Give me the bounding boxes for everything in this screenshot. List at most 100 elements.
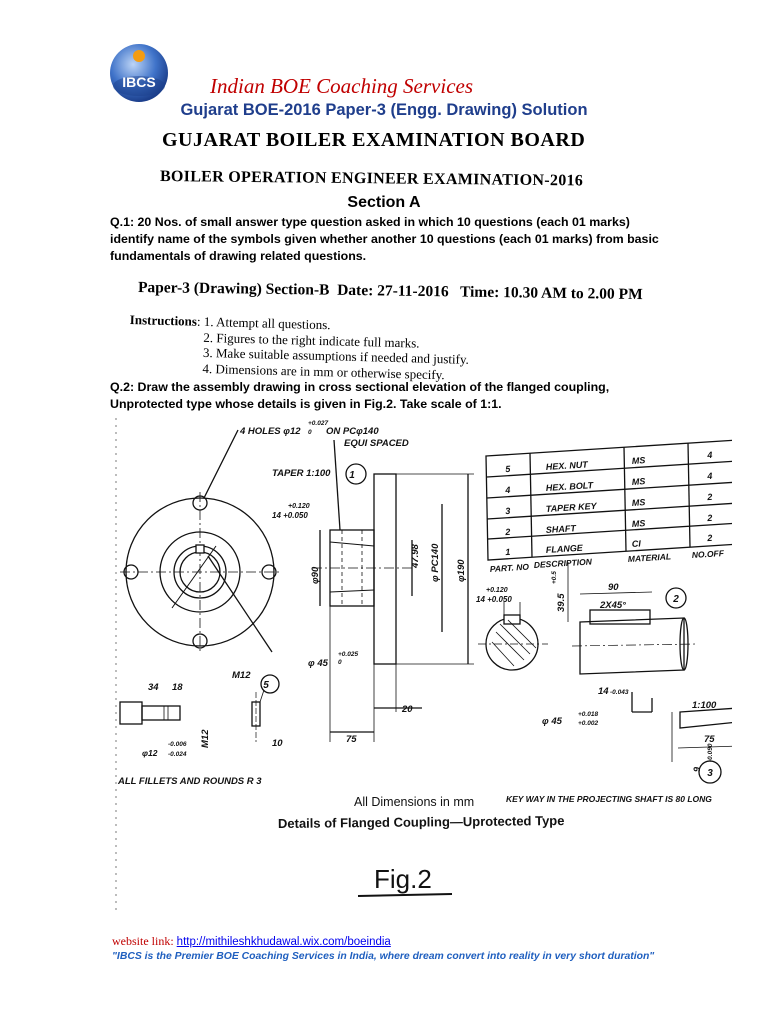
- dimensions-note: All Dimensions in mm: [354, 795, 474, 809]
- flange-side-view: [312, 439, 474, 742]
- board-title: GUJARAT BOILER EXAMINATION BOARD: [162, 129, 586, 151]
- table-material: MS: [632, 518, 646, 529]
- dim-d90: φ90: [310, 566, 321, 584]
- callout-5-label: 5: [263, 680, 269, 691]
- key-section-view: [478, 562, 569, 671]
- table-qty: 2: [706, 492, 713, 502]
- dim-d45-tol-zero: 0: [338, 659, 342, 666]
- table-material: MS: [632, 455, 646, 466]
- table-partno: 1: [505, 547, 511, 557]
- instructions-label: Instructions: [129, 312, 198, 329]
- callout-1-label: 1: [349, 470, 355, 481]
- paper-date: Date: 27-11-2016: [337, 281, 449, 301]
- holes-tol-zero: 0: [308, 429, 312, 436]
- instructions: Instructions: 1. Attempt all questions. …: [128, 312, 469, 383]
- hub-tol-top: +0.120: [288, 503, 310, 510]
- holes-tol: +0.027: [308, 420, 328, 427]
- shaft-tol-2: +0.002: [578, 720, 598, 727]
- tagline: "IBCS is the Premier BOE Coaching Servic…: [112, 951, 655, 962]
- key-height: 9: [692, 767, 702, 772]
- chamfer-note: 2X45°: [599, 600, 626, 611]
- dim-20: 20: [401, 704, 413, 715]
- table-partno: 5: [505, 464, 512, 474]
- dim-34: 34: [148, 682, 159, 693]
- table-material: MS: [632, 497, 646, 508]
- key-tol-bottom: 14 +0.050: [476, 595, 512, 604]
- figure-label: Fig.2: [374, 864, 432, 894]
- paper-time: Time: 10.30 AM to 2.00 PM: [459, 283, 643, 304]
- question-1: Q.1: 20 Nos. of small answer type questi…: [110, 215, 659, 263]
- holes-note: 4 HOLES φ12: [239, 426, 301, 437]
- callout-2-label: 2: [672, 594, 679, 605]
- bolt-tol-1: -0.006: [168, 741, 187, 748]
- ibcs-logo: IBCS: [108, 42, 170, 104]
- shaft-key-width: 14: [598, 686, 609, 697]
- table-desc: HEX. BOLT: [546, 480, 595, 493]
- fig-underline: [357, 893, 453, 897]
- parts-table: [485, 439, 732, 561]
- shaft-d45: φ 45: [542, 716, 563, 727]
- drawing-caption: Details of Flanged Coupling—Uprotected T…: [278, 813, 565, 831]
- flanged-coupling-drawing: 4 HOLES φ12 +0.027 0 ON PCφ140 EQUI SPAC…: [115, 418, 732, 912]
- logo-text: IBCS: [122, 74, 155, 90]
- document-subtitle: Gujarat BOE-2016 Paper-3 (Engg. Drawing)…: [180, 101, 588, 119]
- paper-info-line: Paper-3 (Drawing) Section-B Date: 27-11-…: [138, 279, 643, 304]
- table-qty: 2: [706, 533, 713, 543]
- shaft-tol-1: +0.018: [578, 711, 598, 718]
- dim-d45-tol: +0.025: [338, 651, 358, 658]
- table-qty: 4: [706, 471, 713, 481]
- dim-pc140: φ PC140: [430, 543, 441, 582]
- table-desc: FLANGE: [546, 543, 585, 555]
- table-partno: 3: [505, 506, 511, 516]
- dim-18: 18: [172, 682, 183, 693]
- website-line: website link: http://mithileshkhudawal.w…: [112, 934, 391, 949]
- callout-circle-2: [665, 587, 687, 609]
- bolt-and-nut-view: [119, 689, 265, 742]
- key-tol-top: +0.120: [486, 587, 508, 594]
- logo-globe-icon: IBCS: [110, 44, 168, 102]
- hub-tol-bottom: 14 +0.050: [272, 511, 308, 520]
- table-material: MS: [632, 476, 646, 487]
- table-desc: TAPER KEY: [546, 501, 598, 514]
- table-partno: 2: [504, 527, 511, 537]
- paper-name: Paper-3 (Drawing) Section-B: [137, 279, 330, 299]
- bolt-dia: φ12: [142, 748, 158, 758]
- key-height-tol: -0.090: [707, 743, 714, 762]
- taper-ratio: 1:100: [692, 700, 717, 711]
- callout-circle-5: [260, 674, 280, 694]
- table-qty: 4: [706, 450, 713, 460]
- table-qty: 2: [706, 513, 713, 523]
- pcd-note: ON PCφ140: [326, 426, 379, 437]
- dim-10: 10: [272, 738, 283, 749]
- table-header-qty: NO.OFF: [692, 548, 725, 560]
- dim-75-key: 75: [704, 734, 715, 745]
- fillet-note: ALL FILLETS AND ROUNDS R 3: [117, 776, 262, 787]
- bolt-tol-2: -0.024: [168, 751, 187, 758]
- table-partno: 4: [504, 485, 511, 495]
- table-header-material: MATERIAL: [628, 551, 672, 564]
- table-desc: SHAFT: [546, 523, 578, 535]
- table-header-partno: PART. NO: [490, 562, 530, 574]
- dim-90: 90: [608, 582, 619, 593]
- callout-circle-1: [345, 463, 367, 485]
- dim-75: 75: [346, 734, 357, 745]
- parts-table-text: 5 HEX. NUT MS 4 4 HEX. BOLT MS 4 3 TAPER…: [490, 450, 725, 574]
- question-2: Q.2: Draw the assembly drawing in cross …: [110, 380, 610, 411]
- dim-d190: φ190: [456, 559, 467, 582]
- dim-4798: 47.98: [410, 544, 421, 569]
- callout-circle-3: [698, 760, 722, 784]
- taper-key-view: [671, 707, 732, 762]
- taper-note: TAPER 1:100: [272, 468, 331, 479]
- website-label: website link:: [112, 934, 174, 948]
- flange-front-view: [120, 429, 280, 653]
- table-header-desc: DESCRIPTION: [534, 556, 593, 570]
- key-depth-tol: +0.5: [551, 571, 558, 584]
- website-link[interactable]: http://mithileshkhudawal.wix.com/boeindi…: [176, 936, 391, 948]
- m12-label: M12: [232, 670, 251, 681]
- exam-title: BOILER OPERATION ENGINEER EXAMINATION-20…: [159, 168, 584, 190]
- callout-3-label: 3: [707, 768, 713, 779]
- shaft-key-tol: -0.043: [610, 689, 629, 696]
- dim-d45: φ 45: [308, 658, 329, 669]
- equi-spaced-note: EQUI SPACED: [344, 438, 409, 449]
- shaft-view: [571, 591, 697, 713]
